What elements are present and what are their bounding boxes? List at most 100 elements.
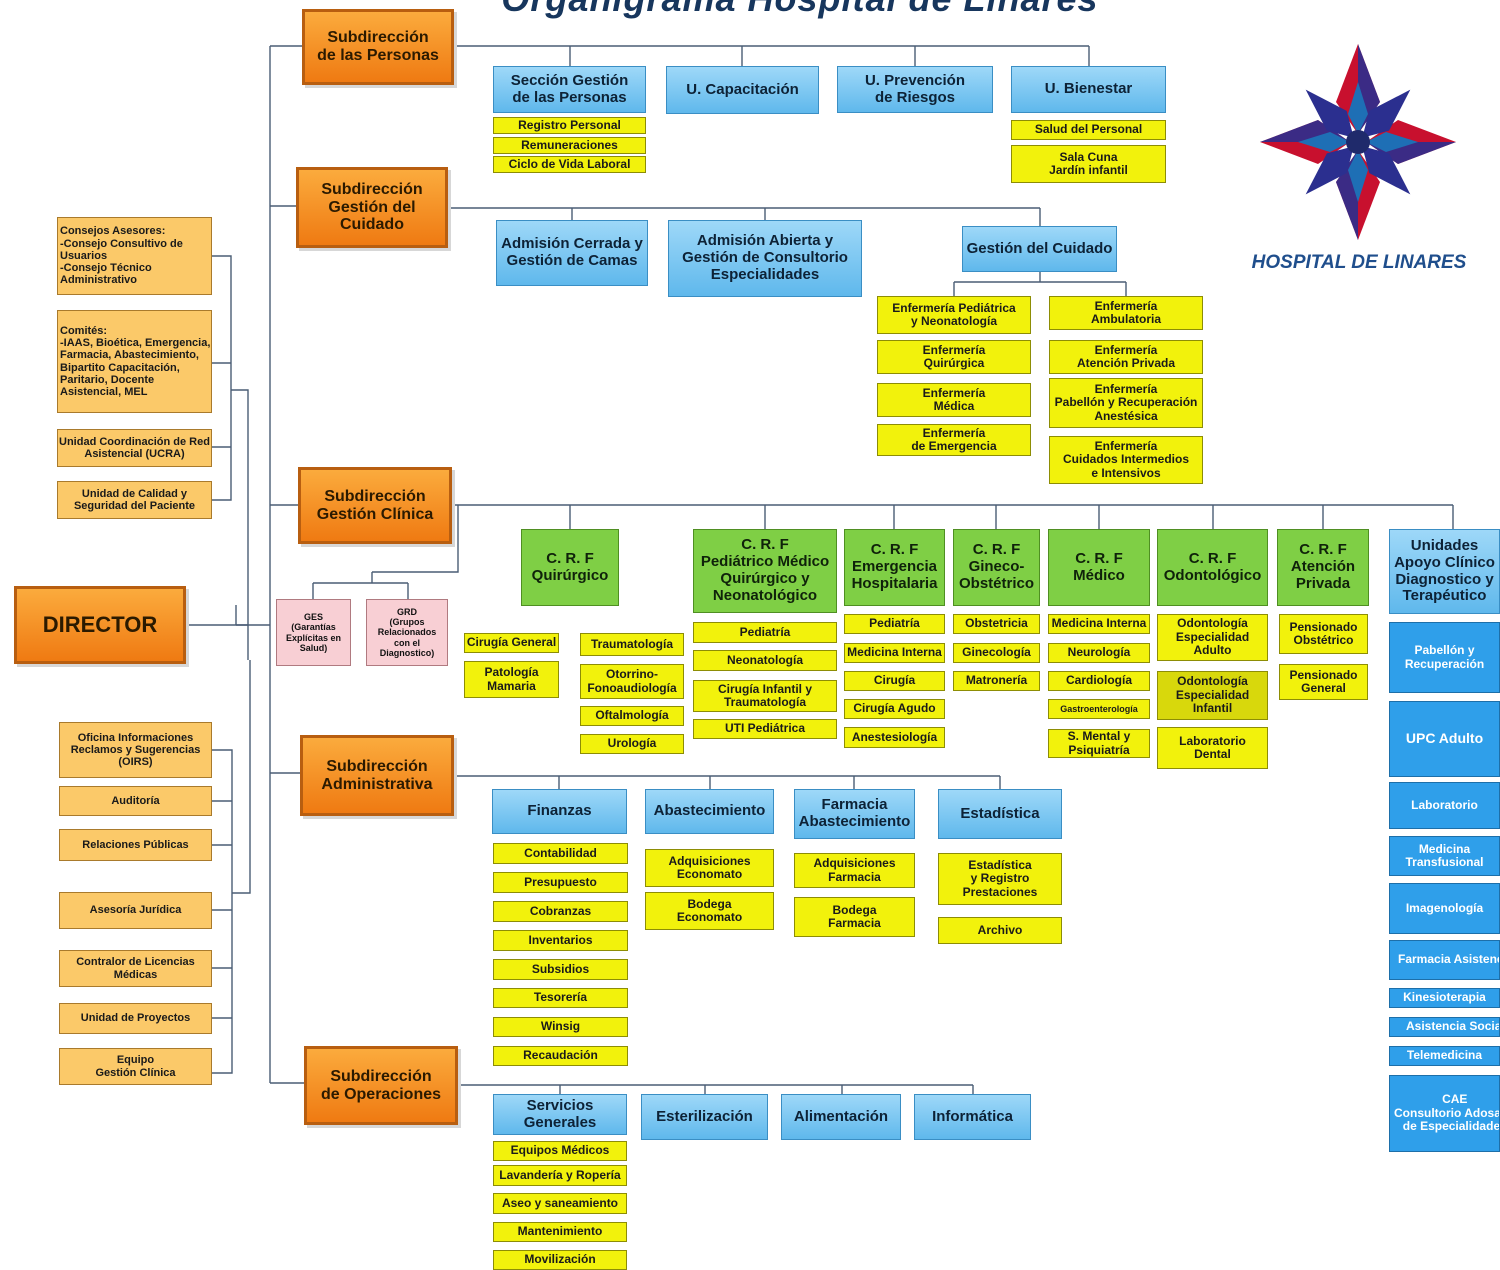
telemedicina: Telemedicina <box>1389 1046 1500 1066</box>
lavanderia-ropa: Lavandería y Ropería <box>493 1165 627 1186</box>
cirugia-infantil: Cirugía Infantil y Traumatología <box>693 680 837 712</box>
farmacia-asistencial: Farmacia Asistencial <box>1389 940 1500 980</box>
esterilizacion: Esterilización <box>641 1094 768 1140</box>
patologia-mamaria: Patología Mamaria <box>464 661 559 698</box>
imagenologia: Imagenología <box>1389 883 1500 934</box>
finanzas: Finanzas <box>492 789 627 834</box>
uti-pediatrica: UTI Pediátrica <box>693 719 837 739</box>
relaciones-publicas-box: Relaciones Públicas <box>59 829 212 861</box>
auditoria-box: Auditoría <box>59 786 212 816</box>
crf-medico: C. R. F Médico <box>1048 529 1150 606</box>
remuneraciones: Remuneraciones <box>493 137 646 154</box>
pabellon-recuperacion: Pabellón y Recuperación <box>1389 622 1500 693</box>
kinesioterapia: Kinesioterapia <box>1389 988 1500 1008</box>
hospital-star-logo-icon <box>1260 44 1456 240</box>
subdireccion-operaciones: Subdirección de Operaciones <box>304 1046 458 1125</box>
asesoria-juridica-box: Asesoría Jurídica <box>59 892 212 929</box>
comites-box: Comités: -IAAS, Bioética, Emergencia, Fa… <box>57 310 212 413</box>
cirugia-general: Cirugía General <box>464 633 559 653</box>
laboratorio: Laboratorio <box>1389 782 1500 829</box>
neonatologia: Neonatología <box>693 650 837 671</box>
recaudacion: Recaudación <box>493 1046 628 1066</box>
crf-quirurgico: C. R. F Quirúrgico <box>521 529 619 606</box>
bodega-economato: Bodega Economato <box>645 892 774 930</box>
odontologia-adulto: Odontología Especialidad Adulto <box>1157 614 1268 661</box>
farmacia-abastecimiento: Farmacia Abastecimiento <box>794 789 915 839</box>
equipos-medicos: Equipos Médicos <box>493 1141 627 1161</box>
contabilidad: Contabilidad <box>493 843 628 864</box>
seccion-gestion-personas: Sección Gestión de las Personas <box>493 66 646 113</box>
enfermeria-emergencia: Enfermería de Emergencia <box>877 424 1031 456</box>
salud-mental: S. Mental y Psiquiatría <box>1048 729 1150 758</box>
cirugia-emergencia: Cirugía <box>844 671 945 691</box>
pensionado-obstetrico: Pensionado Obstétrico <box>1279 614 1368 654</box>
cae-consultorio: CAE Consultorio Adosado de Especialidade… <box>1389 1075 1500 1152</box>
estadistica: Estadística <box>938 789 1062 839</box>
cobranzas: Cobranzas <box>493 901 628 922</box>
enfermeria-pediatrica: Enfermería Pediátrica y Neonatología <box>877 296 1031 334</box>
movilizacion: Movilización <box>493 1250 627 1270</box>
chart-title: Organigrama Hospital de Linares <box>480 0 1120 20</box>
registro-personal: Registro Personal <box>493 117 646 134</box>
ginecologia: Ginecología <box>953 643 1040 663</box>
estadistica-registro: Estadística y Registro Prestaciones <box>938 853 1062 905</box>
director-box: DIRECTOR <box>14 586 186 664</box>
subsidios: Subsidios <box>493 959 628 980</box>
enfermeria-quirurgica: Enfermería Quirúrgica <box>877 340 1031 374</box>
oirs-box: Oficina Informaciones Reclamos y Sugeren… <box>59 722 212 778</box>
cirugia-agudo: Cirugía Agudo <box>844 699 945 719</box>
enfermeria-pabellon: Enfermería Pabellón y Recuperación Anest… <box>1049 378 1203 428</box>
tesoreria: Tesorería <box>493 988 628 1008</box>
equipo-gestion-clinica-box: Equipo Gestión Clínica <box>59 1048 212 1085</box>
traumatologia: Traumatología <box>580 633 684 656</box>
winsig: Winsig <box>493 1017 628 1037</box>
unidad-capacitacion: U. Capacitación <box>666 66 819 114</box>
odontologia-infantil: Odontología Especialidad Infantil <box>1157 671 1268 720</box>
alimentacion: Alimentación <box>781 1094 901 1140</box>
enfermeria-medica: Enfermería Médica <box>877 383 1031 417</box>
urologia: Urología <box>580 734 684 754</box>
mantenimiento: Mantenimiento <box>493 1222 627 1242</box>
salud-del-personal: Salud del Personal <box>1011 120 1166 140</box>
pediatria-emergencia: Pediatría <box>844 614 945 634</box>
gestion-del-cuidado: Gestión del Cuidado <box>962 226 1117 272</box>
enfermeria-cuidados-intermedios: Enfermería Cuidados Intermedios e Intens… <box>1049 436 1203 484</box>
medicina-interna-medico: Medicina Interna <box>1048 614 1150 634</box>
unidad-calidad-box: Unidad de Calidad y Seguridad del Pacien… <box>57 481 212 519</box>
adquisiciones-farmacia: Adquisiciones Farmacia <box>794 853 915 888</box>
consejos-asesores-box: Consejos Asesores: -Consejo Consultivo d… <box>57 217 212 295</box>
bodega-farmacia: Bodega Farmacia <box>794 897 915 937</box>
oftalmologia: Oftalmología <box>580 706 684 726</box>
anestesiologia: Anestesiología <box>844 727 945 748</box>
medicina-interna-emergencia: Medicina Interna <box>844 643 945 663</box>
cardiologia: Cardiología <box>1048 671 1150 691</box>
ciclo-vida-laboral: Ciclo de Vida Laboral <box>493 156 646 173</box>
laboratorio-dental: Laboratorio Dental <box>1157 727 1268 769</box>
medicina-transfusional: Medicina Transfusional <box>1389 836 1500 876</box>
enfermeria-ambulatoria: Enfermería Ambulatoria <box>1049 296 1203 330</box>
subdireccion-administrativa: Subdirección Administrativa <box>300 735 454 816</box>
informatica: Informática <box>914 1094 1031 1140</box>
subdireccion-personas: Subdirección de las Personas <box>302 9 454 85</box>
neurologia: Neurología <box>1048 643 1150 663</box>
pensionado-general: Pensionado General <box>1279 664 1368 700</box>
pediatria-pediatrico: Pediatría <box>693 622 837 643</box>
unidades-apoyo-clinico: Unidades Apoyo Clínico Diagnostico y Ter… <box>1389 529 1500 614</box>
matroneria: Matronería <box>953 671 1040 691</box>
abastecimiento: Abastecimiento <box>645 789 774 834</box>
contralor-licencias-box: Contralor de Licencias Médicas <box>59 950 212 987</box>
otorrino-fonoaudiologia: Otorrino- Fonoaudiología <box>580 664 684 699</box>
admision-cerrada: Admisión Cerrada y Gestión de Camas <box>496 220 648 286</box>
unidad-bienestar: U. Bienestar <box>1011 66 1166 113</box>
gastroenterologia: Gastroenterología <box>1048 699 1150 719</box>
crf-odontologico: C. R. F Odontológico <box>1157 529 1268 606</box>
ges-box: GES (Garantías Explícitas en Salud) <box>276 599 351 666</box>
archivo: Archivo <box>938 917 1062 944</box>
upc-adulto: UPC Adulto <box>1389 701 1500 777</box>
servicios-generales: Servicios Generales <box>493 1094 627 1135</box>
crf-atencion-privada: C. R. F Atención Privada <box>1277 529 1369 606</box>
unidad-prevencion-riesgos: U. Prevención de Riesgos <box>837 66 993 113</box>
subdireccion-gestion-cuidado: Subdirección Gestión del Cuidado <box>296 167 448 248</box>
unidad-proyectos-box: Unidad de Proyectos <box>59 1003 212 1034</box>
